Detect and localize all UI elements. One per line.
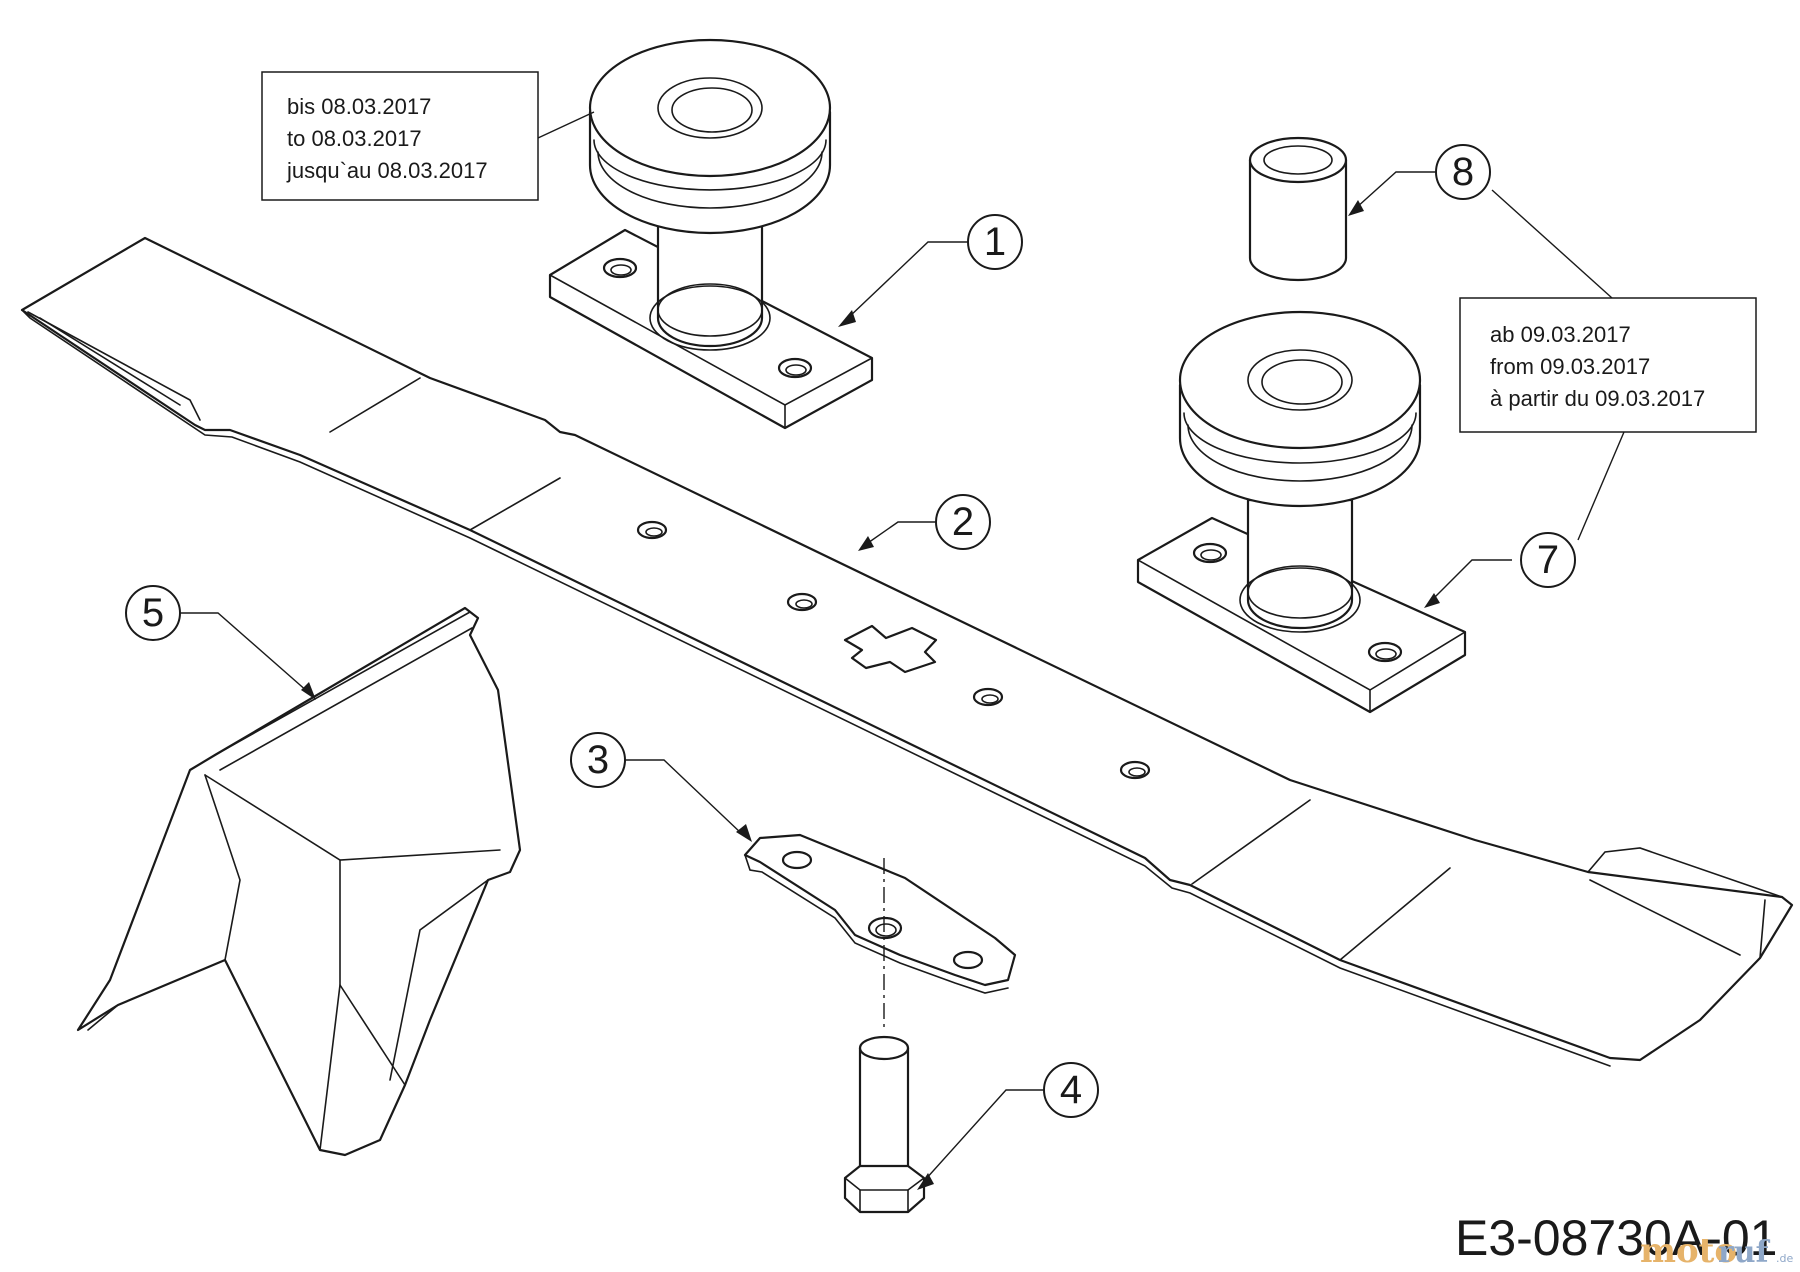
callout-3: 3 xyxy=(570,732,626,788)
spacer-sleeve xyxy=(1248,136,1348,282)
note-until-line1: bis 08.03.2017 xyxy=(287,94,431,119)
spindle-old xyxy=(548,38,874,430)
callout-2: 2 xyxy=(935,494,991,550)
drawing-code: E3-08730A-01 xyxy=(1455,1210,1777,1266)
grass-deflector xyxy=(76,606,522,1157)
callout-8: 8 xyxy=(1435,144,1491,200)
callout-2-label: 2 xyxy=(952,500,974,544)
callout-5-label: 5 xyxy=(142,591,164,635)
callout-8-label: 8 xyxy=(1452,150,1474,194)
note-from-line3: à partir du 09.03.2017 xyxy=(1490,386,1705,411)
blade-adapter-plate xyxy=(743,833,1017,994)
callout-7: 7 xyxy=(1520,532,1576,588)
note-until-box: bis 08.03.2017 to 08.03.2017 jusqu`au 08… xyxy=(261,71,539,201)
note-until-line2: to 08.03.2017 xyxy=(287,126,422,151)
callout-1-label: 1 xyxy=(984,220,1006,264)
callout-4-label: 4 xyxy=(1060,1068,1082,1112)
watermark-brand-2: ruf xyxy=(1718,1235,1771,1270)
blade-bolt xyxy=(843,1035,926,1214)
note-from-line1: ab 09.03.2017 xyxy=(1490,322,1631,347)
note-from-line2: from 09.03.2017 xyxy=(1490,354,1650,379)
callout-3-label: 3 xyxy=(587,738,609,782)
note-from-box: ab 09.03.2017 from 09.03.2017 à partir d… xyxy=(1459,297,1757,433)
mower-blade xyxy=(20,236,1794,1067)
watermark-brand: moto xyxy=(1640,1231,1737,1271)
spindle-new xyxy=(1136,310,1467,714)
callout-4: 4 xyxy=(1043,1062,1099,1118)
watermark-tld: .de xyxy=(1776,1252,1793,1265)
callout-5: 5 xyxy=(125,585,181,641)
callout-7-label: 7 xyxy=(1537,538,1559,582)
watermark-logo: moto ruf .de xyxy=(1640,1231,1793,1271)
callout-1: 1 xyxy=(967,214,1023,270)
note-until-line3: jusqu`au 08.03.2017 xyxy=(286,158,488,183)
